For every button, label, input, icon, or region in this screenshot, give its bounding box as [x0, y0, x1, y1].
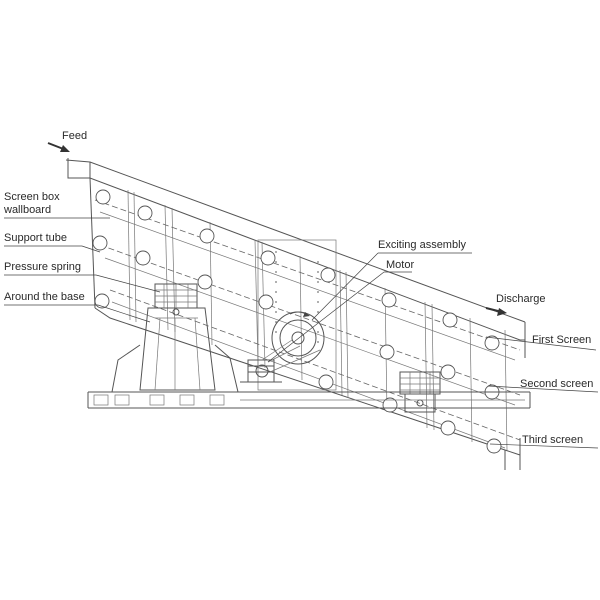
motor-label: Motor: [386, 259, 414, 271]
third-screen-leader: [489, 443, 599, 449]
base-beam: [87, 391, 531, 409]
discharge-arrow: [485, 307, 507, 316]
support-tube-label: Support tube: [4, 232, 67, 244]
screen-decks: [94, 199, 521, 449]
screen-box-wallboard-label-line1: Screen box: [4, 191, 60, 203]
screen-box-wallboard-label-line2: wallboard: [3, 204, 51, 216]
side-plate-reinforcement: [257, 239, 337, 391]
first-screen-label: First Screen: [532, 334, 591, 346]
right-support-base: [399, 371, 441, 413]
exciting-assembly: [271, 311, 325, 365]
feed-label: Feed: [62, 130, 87, 142]
exciting-assembly-label: Exciting assembly: [378, 239, 467, 251]
screen-box-frame: [65, 158, 526, 470]
second-screen-leader: [487, 385, 599, 393]
first-screen-leader: [485, 336, 597, 351]
left-support-base: [111, 283, 239, 393]
discharge-label: Discharge: [496, 293, 546, 305]
around-the-base-label: Around the base: [4, 291, 85, 303]
side-plate-holes: [92, 189, 502, 454]
motor: [240, 339, 321, 383]
third-screen-label: Third screen: [522, 434, 583, 446]
pressure-spring-label: Pressure spring: [4, 261, 81, 273]
second-screen-label: Second screen: [520, 378, 593, 390]
feed-arrow: [47, 142, 70, 152]
